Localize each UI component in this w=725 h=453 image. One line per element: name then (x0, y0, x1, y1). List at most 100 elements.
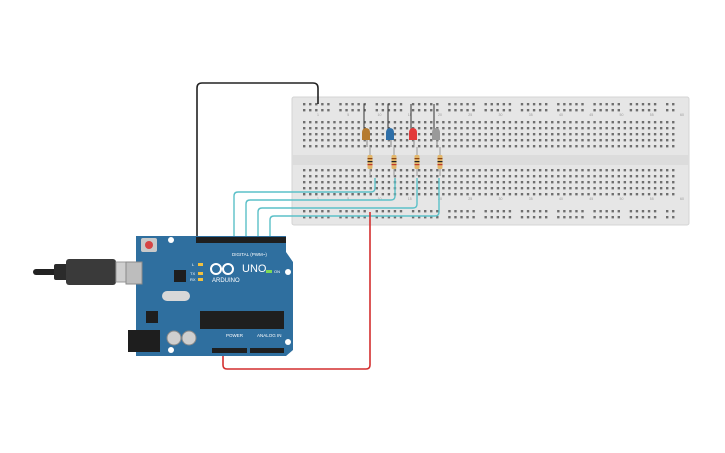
breadboard-hole (508, 109, 512, 112)
breadboard-hole (393, 121, 397, 124)
breadboard-hole (303, 216, 306, 219)
breadboard-hole (666, 175, 669, 178)
breadboard-hole (454, 133, 457, 136)
breadboard-hole (478, 133, 481, 136)
breadboard-hole (351, 103, 354, 106)
column-number: 30 (499, 197, 503, 201)
breadboard-hole (375, 103, 378, 106)
breadboard-hole (345, 103, 348, 106)
breadboard-hole (623, 187, 627, 190)
column-number: 50 (620, 113, 624, 117)
breadboard-hole (532, 103, 536, 106)
breadboard-hole (496, 175, 499, 178)
breadboard-hole (599, 181, 602, 184)
ground-wire[interactable] (196, 82, 319, 240)
arduino-logo (210, 263, 234, 275)
breadboard-hole (538, 187, 542, 190)
breadboard-hole (502, 103, 506, 106)
breadboard-hole (321, 121, 324, 124)
breadboard-hole (478, 187, 481, 190)
breadboard-hole (532, 127, 536, 130)
breadboard-hole (351, 139, 354, 142)
breadboard-hole (460, 175, 463, 178)
breadboard-hole (557, 169, 560, 172)
breadboard-hole (478, 181, 481, 184)
breadboard-hole (321, 216, 324, 219)
breadboard-hole (339, 193, 342, 196)
digital-label: DIGITAL (PWM~) (232, 252, 267, 257)
breadboard-hole (538, 121, 542, 124)
breadboard-hole (327, 109, 330, 112)
breadboard-hole (399, 103, 403, 106)
breadboard-hole (635, 145, 639, 148)
breadboard-hole (345, 169, 348, 172)
breadboard-hole (557, 145, 560, 148)
breadboard-hole (345, 210, 348, 213)
breadboard-hole (436, 103, 439, 106)
breadboard-hole (327, 127, 330, 130)
breadboard-hole (611, 145, 614, 148)
signal-wires[interactable] (233, 178, 440, 240)
breadboard-hole (460, 181, 463, 184)
led-white[interactable] (432, 128, 440, 140)
breadboard-hole (508, 181, 512, 184)
led-red[interactable] (409, 128, 417, 140)
column-number: 1 (317, 197, 319, 201)
arduino-board[interactable]: ARDUINO UNO DIGITAL (PWM~) POWER ANALOG … (125, 236, 293, 356)
breadboard-hole (496, 193, 499, 196)
signal-wire-2 (245, 178, 396, 240)
breadboard-hole (647, 133, 651, 136)
breadboard-hole (411, 216, 415, 219)
breadboard-hole (666, 145, 669, 148)
breadboard-hole (303, 210, 306, 213)
breadboard-hole (587, 127, 590, 130)
breadboard-hole (526, 187, 530, 190)
led-orange[interactable] (362, 128, 370, 140)
breadboard-hole (424, 169, 427, 172)
breadboard-hole (387, 139, 391, 142)
breadboard[interactable]: 1155101015152020252530303535404045455050… (291, 96, 690, 226)
power-wire[interactable] (222, 212, 371, 370)
breadboard-hole (351, 216, 354, 219)
breadboard-hole (659, 127, 663, 130)
breadboard-hole (472, 193, 475, 196)
breadboard-hole (581, 216, 584, 219)
breadboard-hole (508, 193, 512, 196)
breadboard-hole (641, 181, 645, 184)
column-number: 60 (680, 113, 684, 117)
resistor-band (414, 158, 420, 160)
breadboard-hole (309, 145, 312, 148)
breadboard-hole (466, 145, 469, 148)
breadboard-hole (545, 193, 548, 196)
breadboard-hole (611, 109, 614, 112)
breadboard-hole (375, 121, 378, 124)
breadboard-hole (629, 121, 633, 124)
atmega-chip (200, 311, 284, 329)
breadboard-hole (472, 133, 475, 136)
breadboard-hole (508, 121, 512, 124)
breadboard-hole (672, 175, 675, 178)
breadboard-hole (381, 181, 385, 184)
breadboard-hole (538, 181, 542, 184)
l-label: L (192, 262, 195, 267)
column-number: 15 (408, 113, 412, 117)
breadboard-hole (369, 193, 372, 196)
breadboard-hole (424, 210, 427, 213)
breadboard-hole (472, 121, 475, 124)
breadboard-hole (490, 139, 493, 142)
breadboard-hole (617, 216, 620, 219)
breadboard-hole (315, 145, 318, 148)
breadboard-hole (575, 181, 578, 184)
breadboard-hole (545, 109, 548, 112)
breadboard-hole (569, 193, 572, 196)
breadboard-hole (659, 169, 663, 172)
breadboard-hole (563, 181, 566, 184)
breadboard-hole (545, 139, 548, 142)
breadboard-hole (514, 175, 518, 178)
breadboard-hole (563, 127, 566, 130)
led-blue[interactable] (386, 128, 394, 140)
breadboard-hole (405, 133, 409, 136)
breadboard-hole (532, 210, 536, 213)
breadboard-hole (424, 103, 427, 106)
breadboard-hole (363, 175, 366, 178)
